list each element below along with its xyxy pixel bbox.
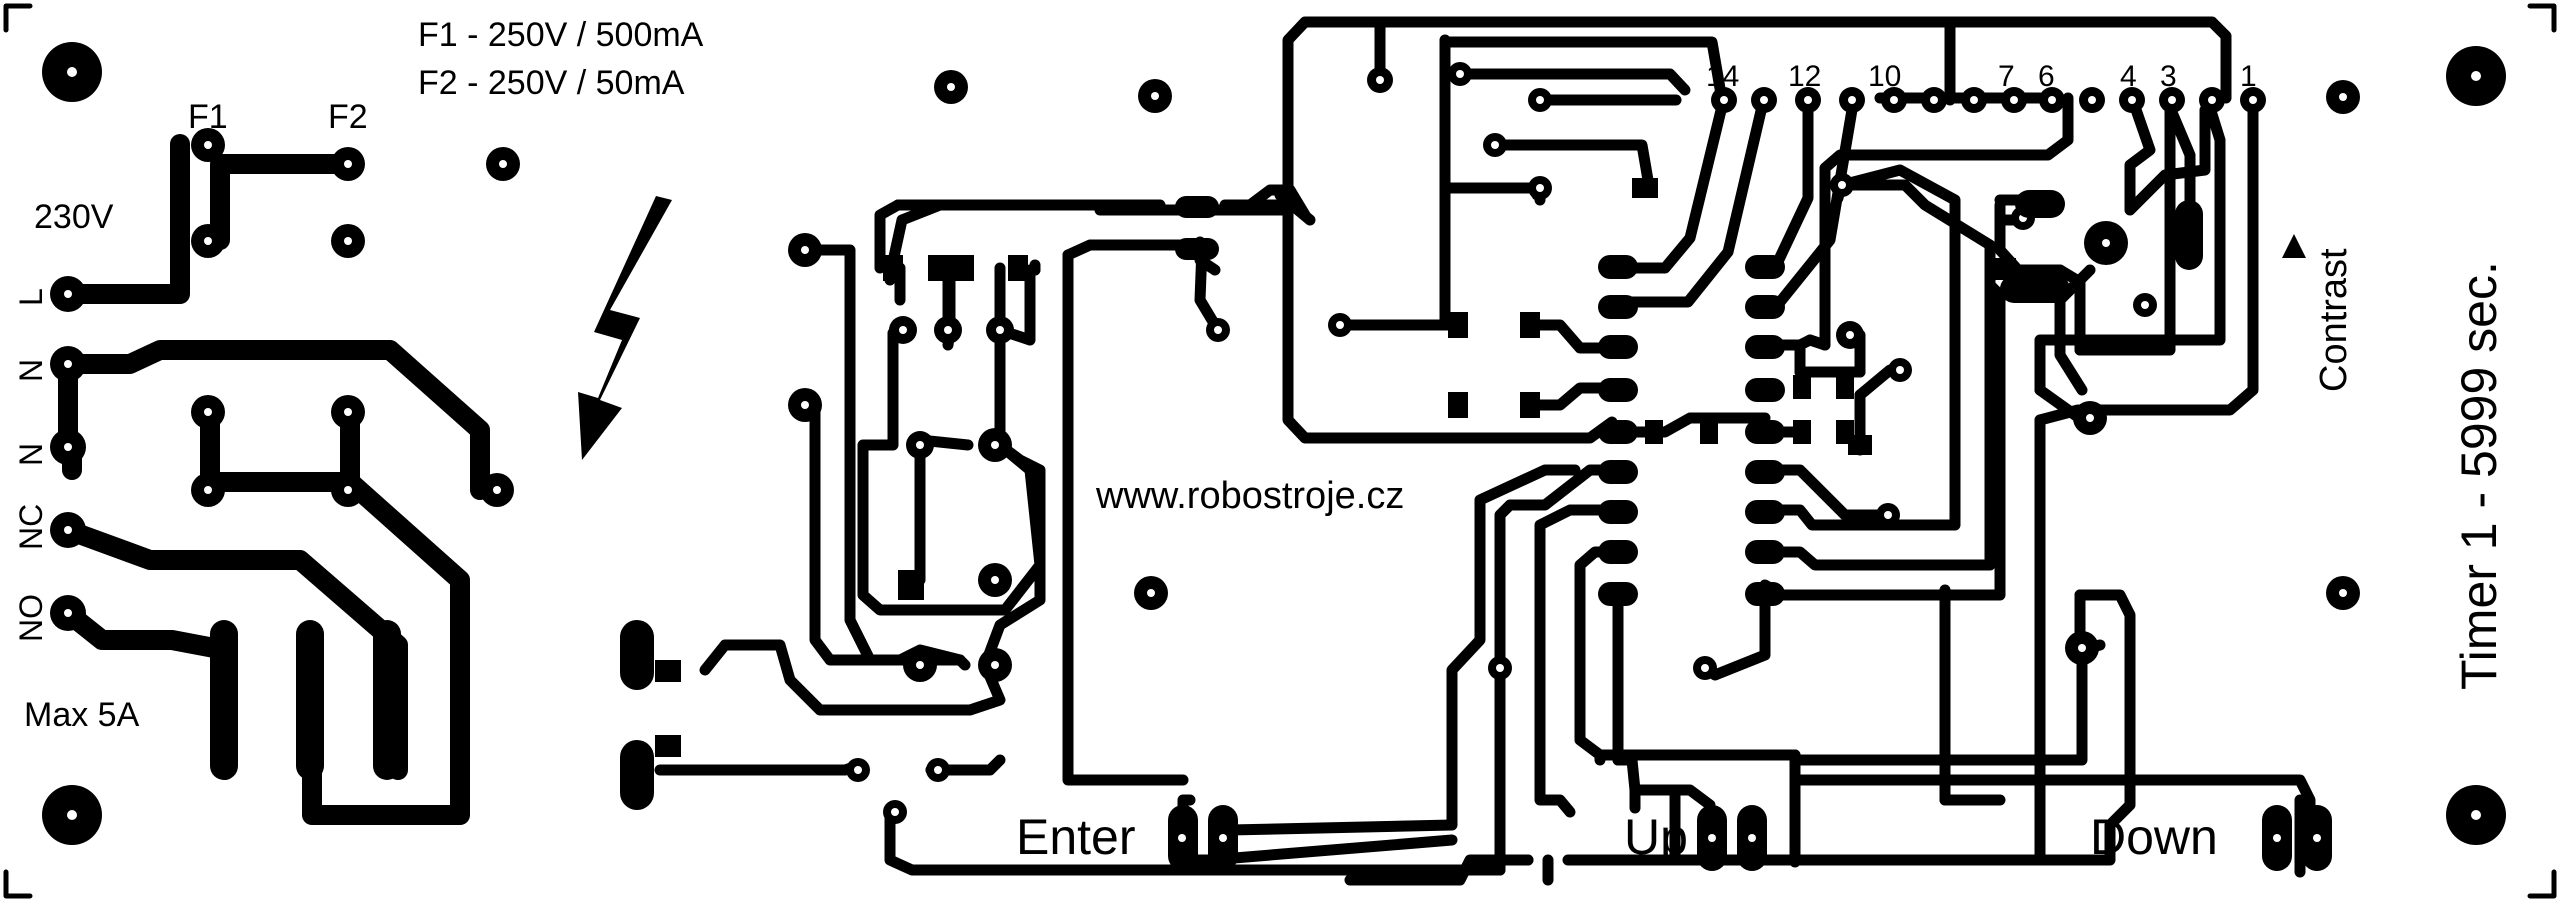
down-label: Down — [2090, 809, 2218, 865]
logic-traces — [634, 16, 2316, 886]
lcd-pin-4: 4 — [2120, 60, 2137, 93]
lcd-pin-12: 12 — [1788, 60, 1821, 93]
pin-label-nc: NC — [13, 504, 49, 550]
contrast-arrow-icon — [2282, 234, 2306, 258]
lcd-pin-7: 7 — [1998, 60, 2015, 93]
logic-pads — [620, 62, 2332, 871]
max-current-label: Max 5A — [24, 696, 140, 734]
fuse1-label: F1 — [188, 98, 228, 136]
lcd-pin-1: 1 — [2240, 60, 2257, 93]
website-label: www.robostroje.cz — [1095, 475, 1404, 517]
pin-label-n2: N — [13, 443, 49, 466]
corner-marks — [3, 3, 2557, 899]
pin-label-no: NO — [13, 594, 49, 642]
contrast-label: Contrast — [2313, 248, 2355, 392]
lcd-pin-6: 6 — [2038, 60, 2055, 93]
pin-label-l: L — [13, 288, 49, 306]
up-label: Up — [1624, 809, 1688, 865]
pin-label-n1: N — [13, 359, 49, 382]
ic-pads — [1598, 255, 1785, 606]
enter-label: Enter — [1016, 809, 1136, 865]
mains-pads — [50, 128, 520, 780]
product-title: Timer 1 - 5999 sec. — [2451, 261, 2507, 690]
lcd-header-pads — [1711, 87, 2266, 113]
mains-voltage: 230V — [34, 198, 114, 236]
mains-pin-labels: L N N NC NO — [13, 288, 49, 642]
fuse2-label: F2 — [328, 98, 368, 136]
high-voltage-icon — [578, 196, 672, 460]
fuse1-spec: F1 - 250V / 500mA — [418, 16, 704, 54]
lcd-pin-3: 3 — [2160, 60, 2177, 93]
lcd-pin-14: 14 — [1706, 60, 1739, 93]
mounting-hole-icon — [42, 42, 2506, 845]
fuse2-spec: F2 - 250V / 50mA — [418, 64, 685, 102]
lcd-pin-10: 10 — [1868, 60, 1901, 93]
lcd-pin-numbers: 14 12 10 7 6 4 3 1 — [1706, 60, 2257, 93]
